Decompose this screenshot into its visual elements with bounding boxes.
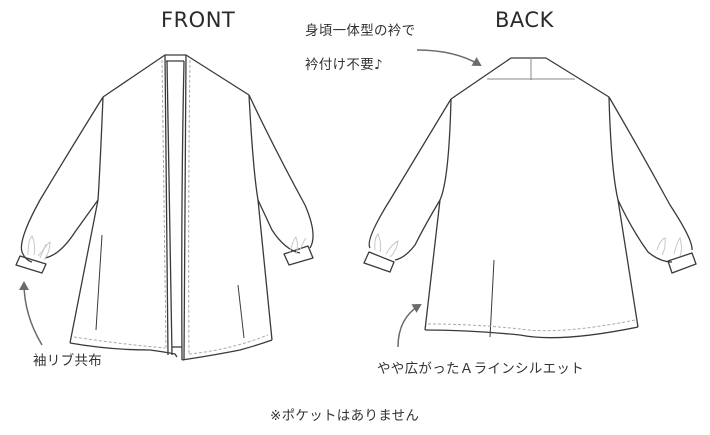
back-left-cuff (363, 251, 395, 273)
back-right-cuff (667, 252, 697, 274)
silhouette-note: やや広がったＡラインシルエット (377, 361, 584, 377)
back-left-sleeve (368, 98, 452, 249)
silhouette-arrow (397, 303, 422, 348)
back-right-sleeve (608, 96, 693, 251)
back-view-title: BACK (495, 8, 554, 32)
front-gathers (27, 235, 307, 261)
front-left-cuff (15, 255, 47, 274)
back-stitching (427, 319, 636, 332)
front-garment (15, 54, 314, 361)
front-view-title: FRONT (161, 8, 236, 32)
front-stitching (73, 59, 269, 356)
back-gathers (374, 233, 682, 258)
front-right-cuff (283, 245, 314, 266)
collar-arrow (416, 49, 482, 67)
cuff-note: 袖リブ共布 (33, 353, 102, 369)
cuff-arrow (19, 281, 43, 346)
front-right-sleeve (248, 94, 314, 249)
collar-note-line2: 衿付け不要♪ (305, 57, 383, 73)
back-garment (363, 57, 697, 339)
pocket-footnote: ※ポケットはありません (270, 408, 420, 424)
collar-note-line1: 身頃一体型の衿で (305, 23, 416, 39)
